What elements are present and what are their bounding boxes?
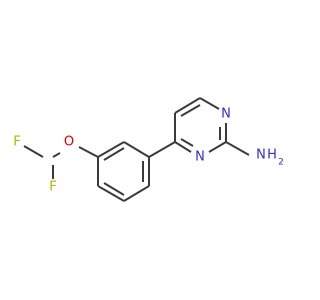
phenyl-bond-1 [97, 141, 125, 158]
amine-hydrogen-count: 2 [278, 158, 284, 168]
phenyl-double-1 [103, 147, 125, 161]
pyrimidine-bond-2 [174, 97, 201, 114]
atom-f2: F [49, 180, 56, 195]
bond-c2-nh2 [225, 141, 250, 156]
bond-c-o [52, 152, 61, 158]
atom-n1: N [221, 107, 231, 122]
atom-n2: N [195, 150, 205, 165]
phenyl-bond-5 [97, 185, 125, 202]
bond-o-phenyl [78, 146, 99, 158]
pyrimidine-double-3 [180, 138, 194, 147]
amine-nitrogen: N [256, 148, 266, 163]
pyrimidine-bond-5 [208, 141, 227, 153]
atom-o: O [64, 135, 74, 150]
phenyl-bond-4 [123, 185, 150, 202]
atom-labels: F F O N N N H 2 [13, 107, 284, 195]
bond-phenyl-pyrimidine [148, 141, 176, 158]
amine-group-label: N H 2 [256, 148, 284, 168]
atom-f1: F [13, 135, 20, 150]
amine-hydrogen: H [267, 148, 277, 163]
phenyl-double-3 [103, 182, 125, 196]
bond-f1-c [23, 145, 44, 158]
pyrimidine-bond-6 [174, 141, 192, 153]
pyrimidine-bond-3 [199, 97, 220, 110]
molecule-structure: F F O N N N H 2 [13, 97, 284, 202]
pyrimidine-double-1 [180, 104, 201, 117]
phenyl-bond-2 [123, 141, 150, 158]
bonds [23, 97, 250, 202]
